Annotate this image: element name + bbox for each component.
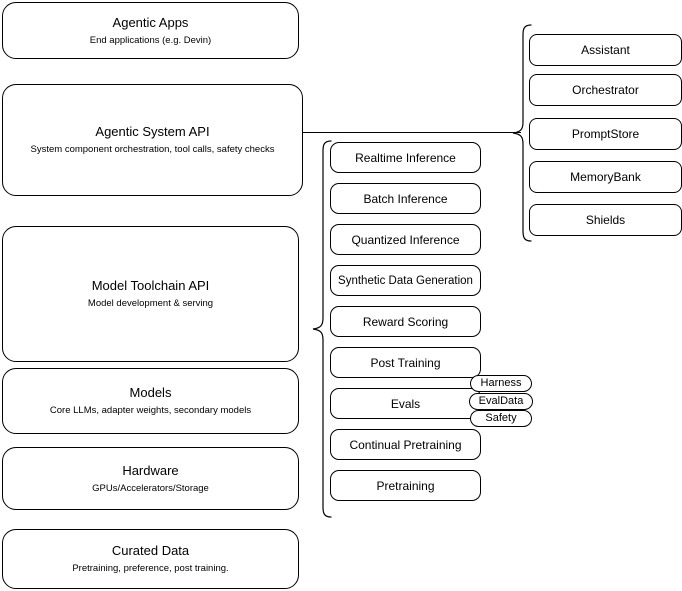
layer-title: Model Toolchain API	[91, 278, 210, 293]
capability-box-post-training[interactable]: Post Training	[330, 347, 481, 378]
layer-box-agentic-apps[interactable]: Agentic Apps End applications (e.g. Devi…	[2, 2, 299, 59]
system-component-box-memorybank[interactable]: MemoryBank	[529, 161, 682, 193]
capability-box-evals[interactable]: Evals	[330, 388, 481, 419]
layer-subtitle: Core LLMs, adapter weights, secondary mo…	[49, 405, 252, 416]
capability-box-continual-pretraining[interactable]: Continual Pretraining	[330, 429, 481, 460]
layer-title: Models	[129, 385, 172, 400]
layer-box-hardware[interactable]: Hardware GPUs/Accelerators/Storage	[2, 447, 299, 510]
layer-subtitle: System component orchestration, tool cal…	[30, 144, 275, 155]
system-component-box-shields[interactable]: Shields	[529, 204, 682, 236]
layer-title: Agentic System API	[95, 124, 210, 139]
system-component-box-orchestrator[interactable]: Orchestrator	[529, 74, 682, 106]
layer-subtitle: GPUs/Accelerators/Storage	[92, 482, 209, 494]
layer-subtitle: Model development & serving	[87, 298, 214, 309]
eval-pill-evaldata[interactable]: EvalData	[469, 393, 533, 410]
capability-box-realtime-inference[interactable]: Realtime Inference	[330, 142, 481, 173]
capability-box-pretraining[interactable]: Pretraining	[330, 470, 481, 501]
capability-box-quantized-inference[interactable]: Quantized Inference	[330, 224, 481, 255]
layer-subtitle: Pretraining, preference, post training.	[72, 563, 229, 574]
layer-title: Hardware	[122, 462, 179, 478]
layer-box-agentic-system-api[interactable]: Agentic System API System component orch…	[2, 84, 303, 196]
capability-box-batch-inference[interactable]: Batch Inference	[330, 183, 481, 214]
layer-title: Curated Data	[111, 543, 190, 558]
capability-box-reward-scoring[interactable]: Reward Scoring	[330, 306, 481, 337]
system-api-connector-line	[303, 126, 525, 140]
layer-title: Agentic Apps	[112, 14, 189, 30]
layer-subtitle: End applications (e.g. Devin)	[89, 34, 212, 46]
eval-pill-harness[interactable]: Harness	[470, 375, 532, 392]
capability-box-synthetic-data-generation[interactable]: Synthetic Data Generation	[330, 265, 481, 296]
layer-box-models[interactable]: Models Core LLMs, adapter weights, secon…	[2, 368, 299, 434]
system-component-box-assistant[interactable]: Assistant	[529, 34, 682, 66]
layer-box-curated-data[interactable]: Curated Data Pretraining, preference, po…	[2, 529, 299, 589]
system-component-box-promptstore[interactable]: PromptStore	[529, 118, 682, 150]
layer-box-model-toolchain-api[interactable]: Model Toolchain API Model development & …	[2, 226, 299, 362]
eval-pill-safety[interactable]: Safety	[470, 410, 532, 427]
